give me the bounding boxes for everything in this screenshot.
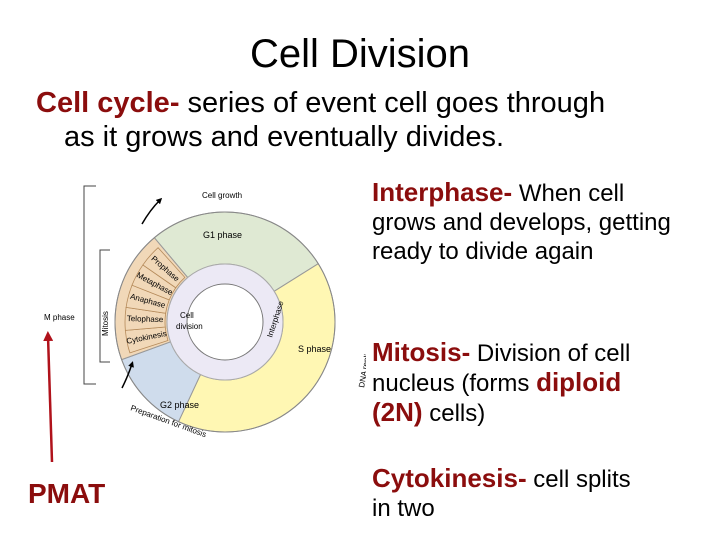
stage-band-prophase (142, 247, 186, 289)
cell-division-label-2: division (176, 322, 203, 331)
interphase-term: Interphase- (372, 177, 513, 207)
mitosis-term: Mitosis- (372, 337, 471, 367)
mitotic-stage-bands (124, 247, 186, 354)
cell-cycle-diagram: Cell growth G1 phase S phase G2 phase M … (43, 185, 366, 462)
cytokinesis-after-term: cell splits (526, 466, 631, 493)
left-bracket (83, 185, 96, 385)
interphase-block: Interphase- When cell grows and develops… (372, 178, 702, 266)
mitosis-bracket (99, 249, 110, 363)
2n-highlight: (2N) (372, 397, 423, 427)
cell-growth-label: Cell growth (202, 191, 242, 200)
mitosis-block: Mitosis- Division of cell nucleus (forms… (372, 338, 702, 428)
center-disc (186, 283, 264, 361)
cell-cycle-definition: series of event cell goes through (179, 87, 606, 119)
cytokinesis-block: Cytokinesis- cell splits in two (372, 464, 702, 523)
cycle-arrow-bottom (121, 361, 134, 389)
mitosis-label: Mitosis (101, 311, 110, 336)
intro-text: Cell cycle- series of event cell goes th… (36, 86, 696, 154)
cell-division-label-1: Cell (180, 311, 194, 320)
interphase-after-term: When cell (512, 180, 625, 207)
cell-cycle-term: Cell cycle- (36, 87, 180, 119)
mitosis-end: cells) (422, 400, 486, 427)
diploid-highlight: diploid (536, 367, 622, 397)
page-title: Cell Division (249, 32, 471, 76)
g2-phase-label: G2 phase (160, 400, 199, 410)
intro-line-2: as it grows and eventually divides. (64, 121, 505, 153)
s-phase-label: S phase (298, 344, 331, 354)
outer-ring-border (114, 211, 336, 433)
intro-line-1: Cell cycle- series of event cell goes th… (36, 86, 696, 120)
stage-label-telophase: Telophase (127, 314, 164, 324)
m-phase-label: M phase (44, 313, 75, 322)
mitosis-line-2: nucleus (forms (372, 370, 537, 397)
cytokinesis-definition: in two (372, 495, 435, 522)
pmat-red-arrow (43, 331, 54, 462)
mitosis-after-term: Division of cell (470, 340, 631, 367)
dna-replication-label: DNA replication (357, 332, 366, 388)
g1-phase-label: G1 phase (203, 230, 242, 240)
cytokinesis-term: Cytokinesis- (372, 463, 527, 493)
cycle-arrow-top (141, 197, 163, 225)
pmat-label: PMAT (28, 478, 106, 509)
interphase-definition: grows and develops, getting ready to div… (372, 209, 671, 265)
